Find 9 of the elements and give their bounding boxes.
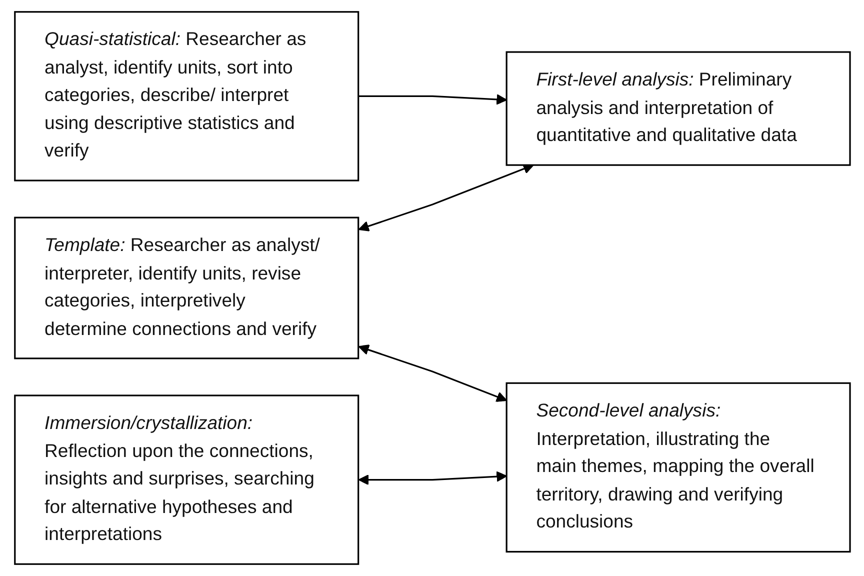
node-box: First-level analysis: Preliminary analysis and interpretation of quantitative and qualitative data (505, 51, 850, 166)
arrow (358, 344, 507, 402)
arrow (358, 471, 507, 486)
node-box: Second-level analysis: Interpretation, illustrating the main themes, mapping the overall territory, drawing and verifying conclusions (505, 382, 850, 553)
arrow (358, 164, 534, 232)
node-box: Template: Researcher as analyst/ interpreter, identify units, revise categories, interpretively determine connections and verify (14, 216, 359, 360)
node-box: Immersion/crystallization: Reflection upon the connections, insights and surprises, searching for alternative hypotheses and interpretations (14, 394, 359, 565)
arrow (358, 94, 507, 105)
node-box: Quasi-statistical: Researcher as analyst, identify units, sort into categories, describe/ interpret using descriptive statistics and verify (14, 11, 359, 182)
